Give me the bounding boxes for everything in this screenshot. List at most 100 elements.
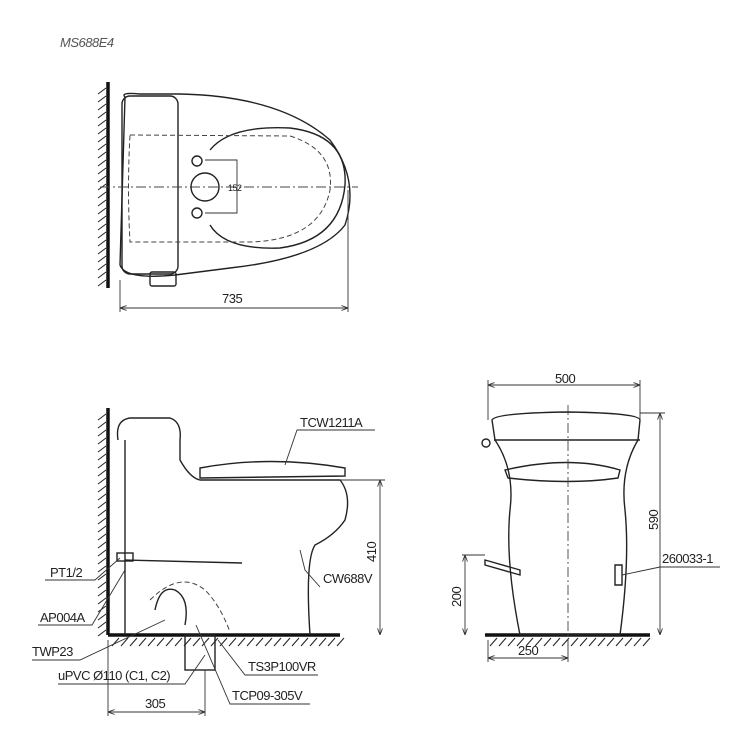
hatch-line — [219, 637, 228, 647]
hatch-line — [97, 453, 107, 461]
hatch-line — [138, 637, 147, 647]
tank — [121, 95, 179, 275]
hatch-line — [97, 573, 107, 581]
outlet-circle — [190, 172, 220, 202]
hatch-line — [97, 485, 107, 493]
width-dim: 735 — [222, 291, 242, 306]
top-view: 152 735 — [97, 82, 358, 312]
hatch-line — [336, 637, 345, 647]
label-pt12: PT1/2 — [50, 565, 82, 580]
hatch-line — [97, 549, 107, 557]
hatch-line — [97, 517, 107, 525]
hatch-line — [147, 637, 156, 647]
hatch-line — [97, 421, 107, 429]
hatch-line — [255, 637, 264, 647]
hatch-line — [246, 637, 255, 647]
hatch-line — [273, 637, 282, 647]
hatch-line — [97, 239, 107, 247]
hatch-line — [97, 565, 107, 573]
hatch-line — [97, 509, 107, 517]
hatch-line — [97, 199, 107, 207]
hatch-line — [97, 445, 107, 453]
hatch-line — [642, 637, 651, 647]
hatch-line — [300, 637, 309, 647]
hatch-line — [97, 231, 107, 239]
supply-valve — [484, 559, 521, 576]
hatch-line — [615, 637, 624, 647]
side-view: 410 305 TCW1211A CW688V PT1/2 AP004A TWP… — [32, 408, 385, 716]
label-ap004a: AP004A — [40, 610, 86, 625]
label-upvc: uPVC Ø110 (C1, C2) — [58, 668, 170, 683]
hatch-line — [165, 637, 174, 647]
hatch-line — [97, 621, 107, 629]
toilet-profile — [116, 417, 349, 636]
label-ts3p100vr: TS3P100VR — [248, 659, 316, 674]
hatch-line — [97, 255, 107, 263]
label-260033-1: 260033-1 — [662, 551, 713, 566]
hatch-line — [327, 637, 336, 647]
hatch-line — [97, 103, 107, 111]
hatch-line — [97, 461, 107, 469]
hatch-line — [597, 637, 606, 647]
hatch-line — [264, 637, 273, 647]
hatch-line — [97, 95, 107, 103]
hidden-outline — [128, 134, 331, 243]
width-dim: 500 — [555, 371, 575, 386]
supply-offset-dim: 250 — [518, 643, 538, 658]
hatch-line — [97, 589, 107, 597]
hatch-line — [97, 279, 107, 287]
offset-dim: 305 — [145, 696, 165, 711]
hatch-line — [97, 215, 107, 223]
hatch-line — [97, 127, 107, 135]
wall-hatch — [97, 413, 345, 647]
hatch-line — [201, 637, 210, 647]
label-tcp09: TCP09-305V — [232, 688, 303, 703]
hatch-line — [570, 637, 579, 647]
hatch-line — [525, 637, 534, 647]
height-dim: 410 — [364, 542, 379, 562]
hatch-line — [97, 597, 107, 605]
hatch-line — [97, 263, 107, 271]
height-dim: 590 — [646, 510, 661, 530]
hatch-line — [97, 501, 107, 509]
hatch-line — [97, 143, 107, 151]
supply-height-dim: 200 — [449, 587, 464, 607]
seat-front — [504, 461, 621, 483]
flush-lever — [481, 438, 491, 448]
hinge-bolt — [191, 207, 203, 219]
hatch-line — [237, 637, 246, 647]
hatch-line — [97, 437, 107, 445]
hatch-line — [579, 637, 588, 647]
model-title: MS688E4 — [60, 35, 114, 50]
supply-valve — [116, 552, 134, 562]
front-view: 500 590 200 250 260033-1 — [449, 371, 720, 662]
hatch-line — [507, 637, 516, 647]
hatch-line — [97, 119, 107, 127]
hatch-line — [97, 223, 107, 231]
hatch-line — [318, 637, 327, 647]
hatch-line — [97, 135, 107, 143]
hatch-line — [97, 525, 107, 533]
hatch-line — [534, 637, 543, 647]
hatch-line — [129, 637, 138, 647]
label-cw688v: CW688V — [323, 571, 373, 586]
trapway — [154, 588, 187, 626]
hatch-line — [633, 637, 642, 647]
hatch-line — [291, 637, 300, 647]
hatch-line — [516, 637, 525, 647]
hatch-line — [97, 613, 107, 621]
label-twp23: TWP23 — [32, 644, 73, 659]
hatch-line — [97, 413, 107, 421]
hatch-line — [606, 637, 615, 647]
hatch-line — [97, 191, 107, 199]
hatch-line — [97, 207, 107, 215]
hatch-line — [156, 637, 165, 647]
hatch-line — [97, 151, 107, 159]
seat-outline — [209, 126, 346, 249]
hatch-line — [97, 175, 107, 183]
hatch-line — [120, 637, 129, 647]
hatch-line — [97, 629, 107, 637]
hatch-line — [97, 557, 107, 565]
